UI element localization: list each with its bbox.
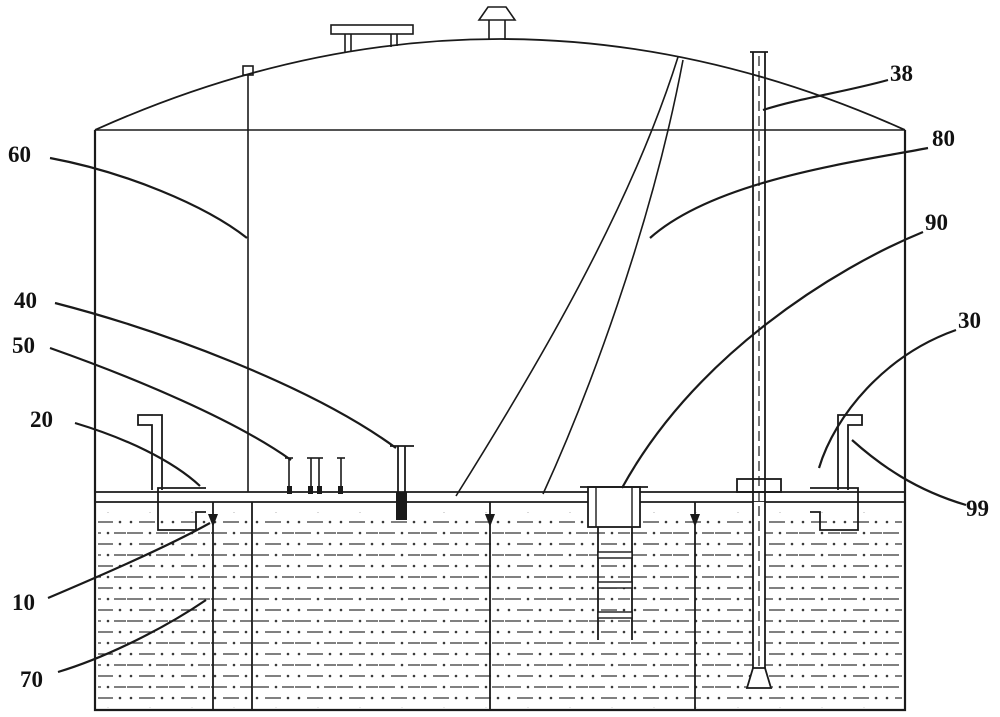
deck-clamps [285,457,345,494]
tank-shell [93,38,907,712]
flexible-drain [455,56,684,497]
ref-label-60: 60 [8,142,31,167]
floating-deck [95,491,905,503]
deck-nozzle-box [580,486,648,528]
ref-label-30: 30 [958,308,981,333]
ref-label-20: 20 [30,407,53,432]
ladder [597,527,633,640]
ref-label-70: 70 [20,667,43,692]
ref-label-80: 80 [932,126,955,151]
left-rim-fitting [137,414,206,531]
ref-label-38: 38 [890,61,913,86]
ref-label-90: 90 [925,210,948,235]
ref-label-50: 50 [12,333,35,358]
roof-manhole [330,24,414,53]
roof-vent [477,6,517,40]
ref-label-40: 40 [14,288,37,313]
riser-pipe [736,51,782,689]
support-legs [208,502,700,710]
ref-label-99: 99 [966,496,989,521]
ref-label-10: 10 [12,590,35,615]
liquid [98,512,902,708]
guide-pole [242,65,254,492]
leader-lines [47,78,967,674]
gauge-rod [390,445,414,520]
